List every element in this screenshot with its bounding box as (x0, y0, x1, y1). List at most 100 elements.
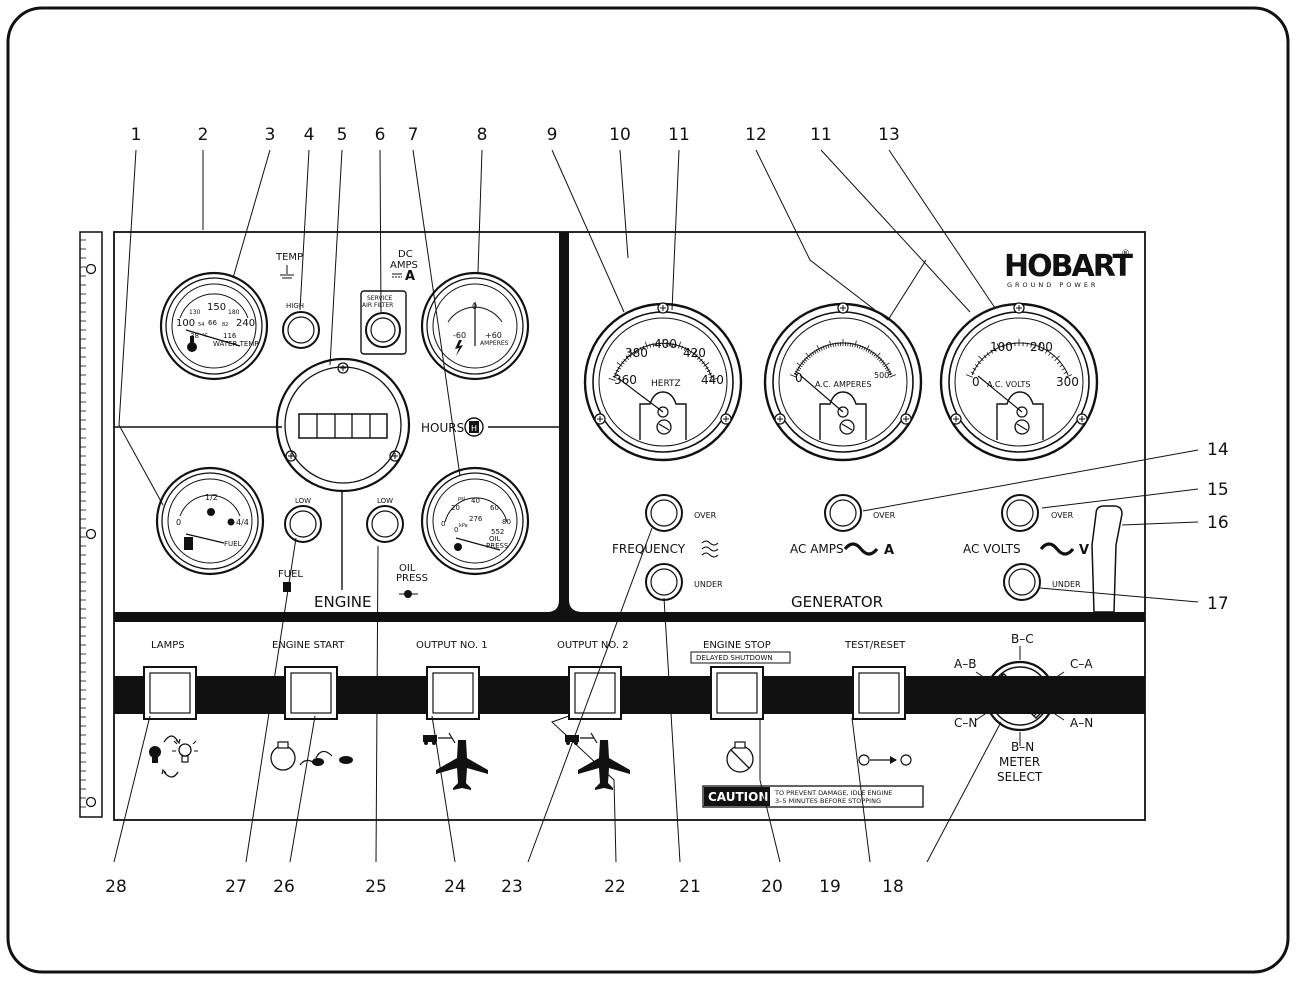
oil-psi-20: 20 (451, 504, 460, 512)
water-temp-scale-66: 66 (208, 319, 217, 327)
oil-lamp-label: LOW (377, 497, 393, 505)
brand-registered: ® (1121, 249, 1130, 259)
caution-line1: TO PREVENT DAMAGE, IDLE ENGINE (774, 789, 892, 797)
hobart-logo: HOBART ® GROUND POWER (1004, 249, 1133, 289)
water-temp-scale-240: 240 (236, 318, 255, 329)
callout-number: 3 (265, 125, 276, 145)
meter-position-ca: C–A (1070, 657, 1093, 671)
meter-position-bc: B–C (1011, 632, 1034, 646)
turtle-icon (312, 758, 324, 766)
brand-sub: GROUND POWER (1007, 281, 1098, 289)
fuel-scale-0: 0 (176, 518, 181, 527)
callout-number: 11 (810, 125, 832, 145)
caution-line2: 3–5 MINUTES BEFORE STOPPING (775, 797, 881, 805)
ac-volts-over-label: OVER (1051, 511, 1074, 520)
output2-label: OUTPUT NO. 2 (557, 640, 629, 651)
water-temp-scale-100: 100 (176, 318, 195, 329)
meter-position-an: A–N (1070, 716, 1093, 730)
amps-scale-500: 500 (874, 371, 889, 380)
callout-number: 4 (304, 125, 315, 145)
fuel-pump-icon (184, 537, 193, 550)
air-filter-line1: SERVICE (367, 295, 393, 302)
volts-scale-0: 0 (972, 375, 980, 389)
water-temp-minor-54: 54 (198, 322, 204, 328)
callout-number: 13 (878, 125, 900, 145)
ac-volts-under-label: UNDER (1052, 580, 1081, 589)
amps-scale-0: 0 (795, 371, 803, 385)
dc-amps-scale-minus60: -60 (453, 331, 466, 340)
water-temp-minor-130: 130 (189, 309, 201, 316)
meter-position-ab: A–B (954, 657, 976, 671)
callout-number: 6 (375, 125, 386, 145)
fuel-lamp-label: LOW (295, 497, 311, 505)
oil-psi-40: 40 (471, 497, 480, 505)
engine-start-button[interactable] (285, 667, 337, 719)
callout-number: 10 (609, 125, 631, 145)
ac-amps-label: AC AMPS (790, 542, 844, 556)
callout-number: 17 (1207, 594, 1229, 614)
fuel-gauge-name: FUEL (224, 540, 242, 548)
oil-psi-0: 0 (441, 520, 445, 528)
oil-gauge-name-2: PRESS (486, 542, 509, 550)
water-temp-scale-116: 116 (223, 332, 237, 340)
callout-number: 12 (745, 125, 767, 145)
hertz-name: HERTZ (651, 379, 681, 389)
hinge-strip (80, 232, 102, 817)
frequency-over-label: OVER (694, 511, 717, 520)
volts-scale-100: 100 (990, 340, 1013, 354)
meter-position-cn: C–N (954, 716, 977, 730)
output2-button[interactable] (569, 667, 621, 719)
callout-number: 24 (444, 877, 466, 897)
meter-select-title-2: SELECT (997, 770, 1043, 784)
water-temp-name: WATER TEMP (213, 340, 259, 348)
water-temp-minor-180: 180 (228, 309, 240, 316)
dc-amps-scale-0: 0 (472, 302, 477, 311)
ac-amps-unit: A (884, 543, 894, 558)
callout-number: 2 (198, 125, 209, 145)
callout-number: 5 (337, 125, 348, 145)
callout-number: 28 (105, 877, 127, 897)
callout-number: 16 (1207, 513, 1229, 533)
test-reset-label: TEST/RESET (844, 640, 906, 651)
output1-button[interactable] (427, 667, 479, 719)
water-temp-unit: °C (202, 333, 209, 339)
generator-section-label: GENERATOR (791, 593, 883, 611)
callout-number: 11 (668, 125, 690, 145)
oil-psi-80: 80 (502, 518, 511, 526)
dc-amps-scale-plus60: +60 (485, 331, 502, 340)
meter-tick (850, 343, 851, 347)
hz-scale-440: 440 (701, 373, 724, 387)
oil-psi-60: 60 (490, 504, 499, 512)
delayed-shutdown-label: DELAYED SHUTDOWN (696, 654, 773, 662)
dc-amps-name: AMPERES (480, 340, 509, 347)
meter-position-bn: B–N (1011, 740, 1034, 754)
oil-psi-unit: psi (458, 496, 465, 502)
lamps-button[interactable] (144, 667, 196, 719)
callout-number: 25 (365, 877, 387, 897)
callout-number: 18 (882, 877, 904, 897)
meter-tick (835, 343, 836, 347)
hz-scale-360: 360 (614, 373, 637, 387)
callout-number: 9 (547, 125, 558, 145)
volts-scale-300: 300 (1056, 375, 1079, 389)
engine-section-label: ENGINE (314, 593, 371, 611)
oil-kpa-276: 276 (469, 515, 483, 523)
engine-stop-button[interactable] (711, 667, 763, 719)
callout-number: 20 (761, 877, 783, 897)
callout-number: 23 (501, 877, 523, 897)
ac-amps-over-label: OVER (873, 511, 896, 520)
meter-select-title-1: METER (999, 755, 1040, 769)
temp-lamp-title: TEMP (275, 252, 303, 263)
fuel-scale-full: 4/4 (236, 518, 249, 527)
callout-number: 14 (1207, 440, 1229, 460)
test-reset-button[interactable] (853, 667, 905, 719)
engine-start-label: ENGINE START (272, 640, 345, 651)
callout-number: 8 (477, 125, 488, 145)
brand-name: HOBART (1004, 249, 1133, 284)
water-temp-minor-82: 82 (222, 322, 228, 328)
callout-number: 22 (604, 877, 626, 897)
water-temp-scale-150: 150 (207, 302, 226, 313)
oil-lamp-title-2: PRESS (396, 573, 428, 584)
